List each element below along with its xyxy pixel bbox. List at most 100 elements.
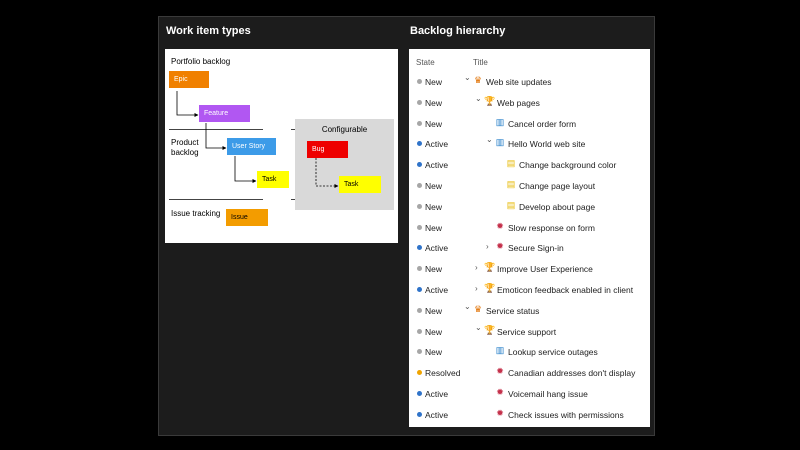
state-label: Active — [425, 409, 449, 420]
trophy-icon: 🏆 — [484, 283, 496, 293]
state-dot — [417, 203, 422, 209]
work-item-title[interactable]: Change background color — [519, 160, 617, 171]
state-dot — [417, 79, 422, 84]
feature-box: Feature — [199, 105, 250, 122]
backlog-hierarchy-title: Backlog hierarchy — [410, 25, 506, 37]
divider-line — [169, 129, 263, 130]
backlog-row[interactable]: Resolved ✹ Canadian addresses don't displa… — [409, 363, 650, 384]
clipboard-icon: ▤ — [506, 158, 516, 169]
state-label: Active — [425, 389, 449, 399]
backlog-row[interactable]: New▥Cancel order form — [409, 114, 650, 135]
state-label: New — [425, 222, 443, 233]
configurable-area: Configurable Bug Task — [295, 119, 394, 210]
backlog-row[interactable]: New ▤Change page layout — [409, 176, 650, 197]
user-story-box: User Story — [227, 138, 276, 155]
work-item-title[interactable]: Change page layout — [519, 181, 596, 191]
chevron-right-icon[interactable]: › — [475, 284, 478, 293]
crown-icon: ♛ — [473, 75, 483, 85]
trophy-icon: 🏆 — [484, 324, 496, 335]
issue-tracking-label: Issue tracking — [171, 209, 221, 218]
backlog-row[interactable]: Active ▤Change background color — [409, 155, 650, 176]
state-dot — [417, 141, 422, 147]
divider-line — [291, 199, 298, 200]
chevron-right-icon[interactable]: › — [475, 263, 478, 273]
state-dot — [417, 307, 422, 313]
backlog-row[interactable]: New ⌄🏆Service support — [409, 322, 650, 343]
bug-box: Bug — [307, 141, 348, 158]
book-icon: ▥ — [495, 345, 505, 356]
work-item-title[interactable]: Lookup service outages — [508, 347, 598, 358]
state-label: New — [425, 305, 443, 316]
title-column-header: Title — [473, 58, 488, 67]
backlog-row[interactable]: New▥Lookup service outages — [409, 342, 650, 363]
state-dot — [417, 162, 422, 168]
book-icon: ▥ — [495, 116, 505, 127]
backlog-row[interactable]: New ▤Develop about page — [409, 197, 650, 218]
backlog-row[interactable]: New ⌄♛Service status — [409, 301, 650, 322]
state-dot — [417, 266, 422, 272]
work-item-title[interactable]: Secure Sign-in — [508, 243, 564, 254]
work-item-title[interactable]: Voicemail hang issue — [508, 389, 588, 399]
chevron-down-icon[interactable]: ⌄ — [475, 93, 482, 103]
work-item-title[interactable]: Cancel order form — [508, 118, 577, 129]
state-dot — [417, 99, 422, 105]
work-item-title[interactable]: Emoticon feedback enabled in client — [497, 285, 634, 295]
state-dot — [417, 328, 422, 334]
work-item-title[interactable]: Web pages — [497, 97, 540, 108]
state-dot — [417, 370, 422, 376]
task-box: Task — [257, 171, 289, 188]
state-label: New — [425, 97, 443, 108]
state-label: New — [425, 181, 443, 191]
work-item-title[interactable]: Hello World web site — [508, 139, 586, 150]
state-label: New — [425, 264, 443, 275]
crown-icon: ♛ — [473, 303, 483, 314]
backlog-row[interactable]: New⌄🏆Web pages — [409, 93, 650, 114]
backlog-row[interactable]: Active › 🏆Emoticon feedback enabled in cli… — [409, 280, 650, 301]
state-dot — [417, 120, 422, 126]
state-label: Active — [425, 139, 449, 150]
state-dot — [417, 224, 422, 230]
state-label: Active — [425, 285, 449, 295]
product-backlog-label: Product backlog — [171, 138, 199, 157]
work-item-title[interactable]: Check issues with permissions — [508, 409, 624, 420]
hierarchy-connectors — [176, 91, 339, 188]
work-item-title[interactable]: Canadian addresses don't display — [508, 368, 636, 379]
chevron-down-icon[interactable]: ⌄ — [486, 135, 493, 145]
clipboard-icon: ▤ — [506, 199, 516, 210]
bug-icon: ✹ — [496, 407, 504, 418]
work-item-title[interactable]: Service support — [497, 326, 557, 337]
backlog-row[interactable]: New⌄♛Web site updates — [409, 72, 650, 93]
backlog-row[interactable]: New›🏆Improve User Experience — [409, 259, 650, 280]
backlog-row[interactable]: Active›✹Secure Sign-in — [409, 238, 650, 259]
state-dot — [417, 183, 422, 188]
backlog-row[interactable]: New✹Slow response on form — [409, 218, 650, 239]
backlog-row[interactable]: Active✹Voicemail hang issue — [409, 384, 650, 405]
state-label: Resolved — [425, 368, 461, 379]
state-column-header: State — [416, 58, 435, 67]
portfolio-backlog-label: Portfolio backlog — [171, 57, 231, 66]
work-item-types-title: Work item types — [166, 25, 251, 37]
bug-icon: ✹ — [496, 366, 504, 377]
bug-icon: ✹ — [496, 241, 504, 252]
state-label: New — [425, 326, 443, 337]
backlog-row[interactable]: Active ⌄▥Hello World web site — [409, 134, 650, 155]
work-item-title[interactable]: Improve User Experience — [497, 264, 593, 275]
state-label: New — [425, 201, 443, 212]
chevron-down-icon[interactable]: ⌄ — [464, 301, 471, 311]
backlog-row[interactable]: Active ✹ Check issues with permissions — [409, 405, 650, 426]
state-label: Active — [425, 160, 449, 171]
work-item-types-diagram: Portfolio backlog Epic Feature Product b… — [165, 49, 398, 243]
book-icon: ▥ — [495, 137, 505, 148]
chevron-down-icon[interactable]: ⌄ — [464, 73, 471, 82]
epic-box: Epic — [169, 71, 209, 88]
work-item-title[interactable]: Slow response on form — [508, 222, 595, 233]
work-item-title[interactable]: Web site updates — [486, 77, 552, 87]
issue-box: Issue — [226, 209, 268, 226]
work-item-title[interactable]: Service status — [486, 305, 540, 316]
chevron-down-icon[interactable]: ⌄ — [475, 322, 482, 332]
chevron-right-icon[interactable]: › — [486, 242, 489, 252]
clipboard-icon: ▤ — [506, 179, 516, 189]
work-item-title[interactable]: Develop about page — [519, 201, 596, 212]
divider-line — [291, 129, 298, 130]
